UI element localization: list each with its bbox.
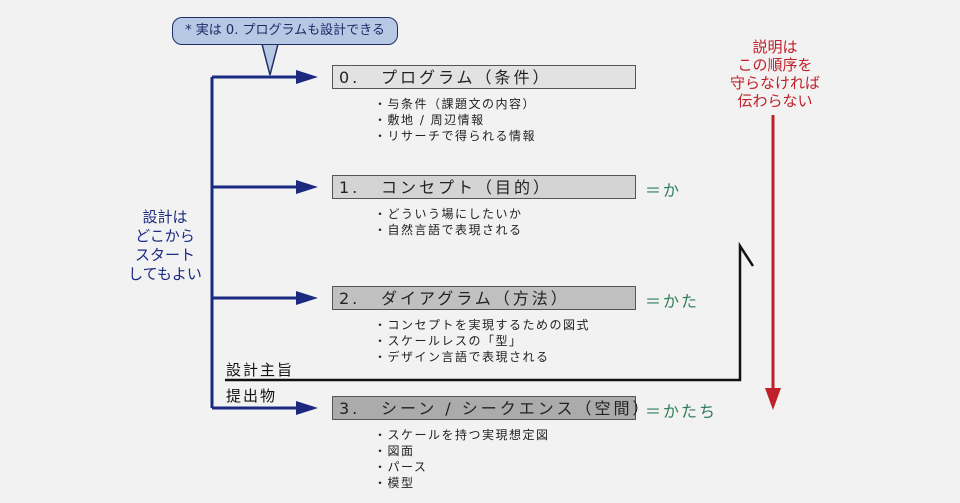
step-title: プログラム（条件） bbox=[381, 68, 552, 87]
bullet-item: ・リサーチで得られる情報 bbox=[374, 129, 537, 143]
arrow-head bbox=[296, 70, 318, 84]
left-note-line: してもよい bbox=[128, 265, 202, 283]
right-note-line: 伝わらない bbox=[737, 92, 813, 110]
black-return-line bbox=[225, 241, 755, 382]
step-number: 0. bbox=[339, 68, 361, 87]
bullet-item: ・スケールレスの「型」 bbox=[374, 334, 523, 348]
bullet-item: ・スケールを持つ実現想定図 bbox=[374, 428, 550, 442]
left-note-line: どこから bbox=[135, 227, 195, 245]
left-note: 設計は どこから スタート してもよい bbox=[120, 208, 210, 284]
step-equivalent: ＝かたち bbox=[645, 402, 718, 421]
callout-bubble: * 実は 0. プログラムも設計できる bbox=[172, 17, 398, 45]
right-note-line: この順序を bbox=[737, 56, 813, 74]
arrow-head bbox=[296, 401, 318, 415]
step-equivalent: ＝かた bbox=[645, 292, 700, 311]
step-box-1: 1. コンセプト（目的） bbox=[332, 175, 636, 199]
step-title: コンセプト（目的） bbox=[381, 178, 553, 197]
step-bullets: ・与条件（課題文の内容） ・敷地 / 周辺情報・リサーチで得られる情報 bbox=[374, 96, 536, 144]
bullet-item: ・模型 bbox=[374, 476, 415, 490]
deliverables-label: 提出物 bbox=[226, 387, 278, 405]
red-arrow-head bbox=[765, 388, 781, 410]
left-note-line: 設計は bbox=[142, 208, 188, 226]
bullet-item: ・コンセプトを実現するための図式 bbox=[374, 318, 591, 332]
step-equivalent: ＝か bbox=[645, 181, 682, 200]
step-number: 2. bbox=[339, 289, 361, 308]
right-note: 説明は この順序を 守らなければ 伝わらない bbox=[720, 38, 830, 110]
arrow-head bbox=[296, 291, 318, 305]
bullet-item: ・自然言語で表現される bbox=[374, 223, 523, 237]
step-title: ダイアグラム（方法） bbox=[381, 289, 570, 308]
bullet-item: ・どういう場にしたいか bbox=[374, 207, 523, 221]
left-note-line: スタート bbox=[134, 246, 195, 264]
step-box-2: 2. ダイアグラム（方法） bbox=[332, 286, 636, 310]
bullet-item: ・与条件（課題文の内容） bbox=[374, 97, 537, 111]
step-number: 1. bbox=[339, 178, 361, 197]
step-box-0: 0. プログラム（条件） bbox=[332, 65, 636, 89]
step-number: 3. bbox=[339, 399, 361, 418]
step-title: シーン / シークエンス（空間） bbox=[381, 399, 652, 418]
bullet-item: ・デザイン言語で表現される bbox=[374, 350, 550, 364]
step-bullets: ・どういう場にしたいか・自然言語で表現される bbox=[374, 206, 523, 238]
right-note-line: 説明は bbox=[752, 38, 798, 56]
step-bullets: ・コンセプトを実現するための図式・スケールレスの「型」・デザイン言語で表現される bbox=[374, 317, 590, 365]
bullet-item: ・図面 bbox=[374, 444, 415, 458]
concept-label: 設計主旨 bbox=[226, 361, 295, 379]
arrow-head bbox=[296, 180, 318, 194]
bullet-item: ・敷地 / 周辺情報 bbox=[374, 113, 485, 127]
step-box-3: 3.シーン / シークエンス（空間） bbox=[332, 396, 648, 420]
right-note-line: 守らなければ bbox=[729, 74, 820, 92]
step-bullets: ・スケールを持つ実現想定図・図面・パース・模型 bbox=[374, 427, 550, 491]
bullet-item: ・パース bbox=[374, 460, 428, 474]
